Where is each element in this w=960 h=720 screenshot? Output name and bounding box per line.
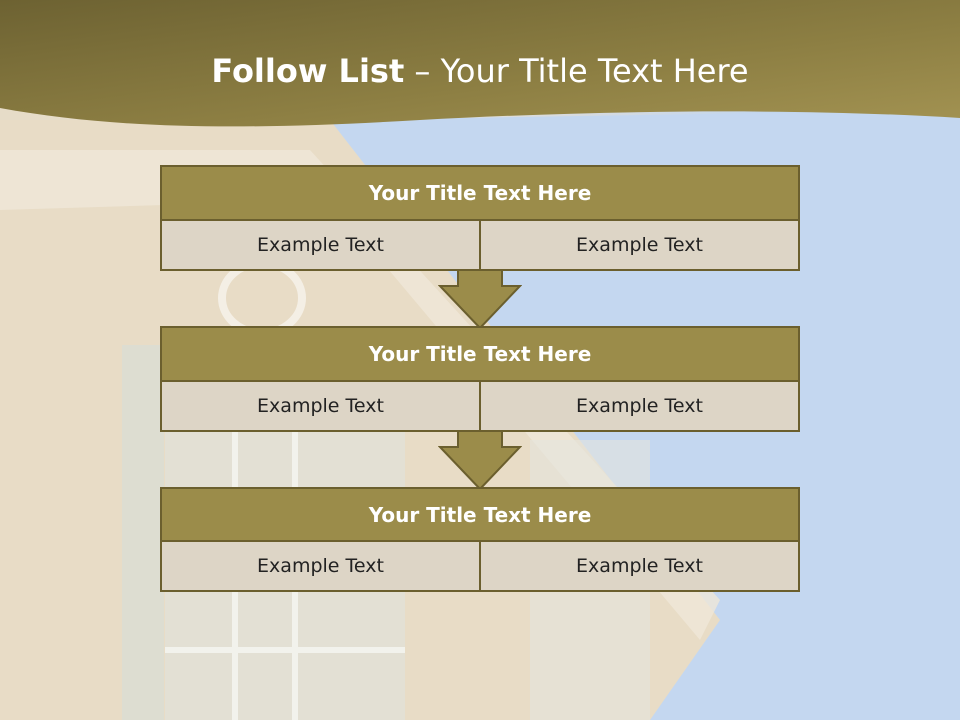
step-cell-right: Example Text (481, 382, 800, 432)
step-row: Example Text Example Text (160, 542, 800, 592)
title-band (0, 0, 960, 127)
step-cell-right: Example Text (481, 221, 800, 271)
title-bold: Follow List (211, 52, 405, 90)
step-box-1: Your Title Text Here Example Text Exampl… (160, 165, 800, 271)
down-arrow-icon (438, 270, 522, 330)
step-cell-left: Example Text (160, 542, 481, 592)
step-heading: Your Title Text Here (160, 487, 800, 542)
step-heading: Your Title Text Here (160, 165, 800, 221)
step-row: Example Text Example Text (160, 221, 800, 271)
step-cell-left: Example Text (160, 382, 481, 432)
step-cell-right: Example Text (481, 542, 800, 592)
title-rest: – Your Title Text Here (404, 52, 749, 90)
step-cell-left: Example Text (160, 221, 481, 271)
step-box-2: Your Title Text Here Example Text Exampl… (160, 326, 800, 432)
slide-title: Follow List – Your Title Text Here (0, 52, 960, 90)
step-heading: Your Title Text Here (160, 326, 800, 382)
step-row: Example Text Example Text (160, 382, 800, 432)
step-box-3: Your Title Text Here Example Text Exampl… (160, 487, 800, 592)
down-arrow-icon (438, 431, 522, 491)
